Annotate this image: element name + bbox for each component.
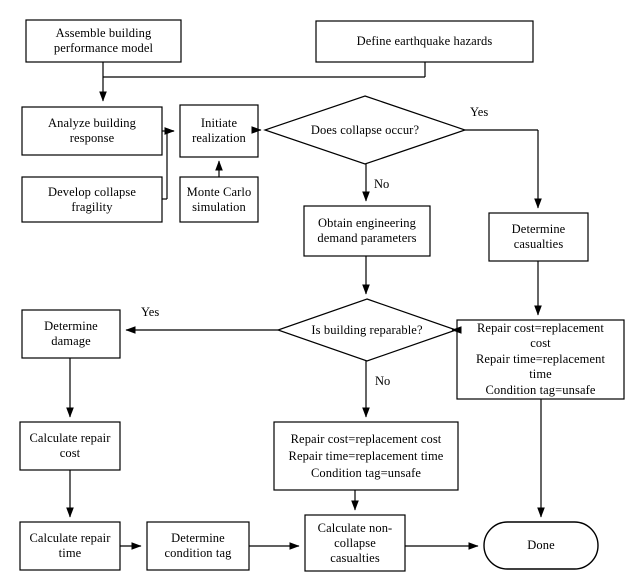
- node-obtain-edp: [303, 205, 431, 257]
- node-collapse-replacement: [456, 319, 625, 400]
- node-monte-carlo: [179, 176, 259, 223]
- node-analyze-response: [21, 106, 163, 156]
- node-initiate-realization: [179, 104, 259, 158]
- node-calculate-repair-time: [19, 521, 121, 571]
- node-develop-fragility: [21, 176, 163, 223]
- node-determine-condition-tag: [146, 521, 250, 571]
- node-assemble-model: [25, 19, 182, 63]
- node-reparable-decision: [276, 298, 458, 362]
- node-define-hazards: [315, 20, 534, 63]
- node-done: [483, 521, 599, 570]
- node-calculate-noncollapse-casualties: [304, 514, 406, 572]
- node-determine-damage: [21, 309, 121, 359]
- node-determine-casualties: [488, 212, 589, 262]
- node-calculate-repair-cost: [19, 421, 121, 471]
- node-noncollapse-replacement: [273, 421, 459, 491]
- node-collapse-decision: [263, 95, 467, 165]
